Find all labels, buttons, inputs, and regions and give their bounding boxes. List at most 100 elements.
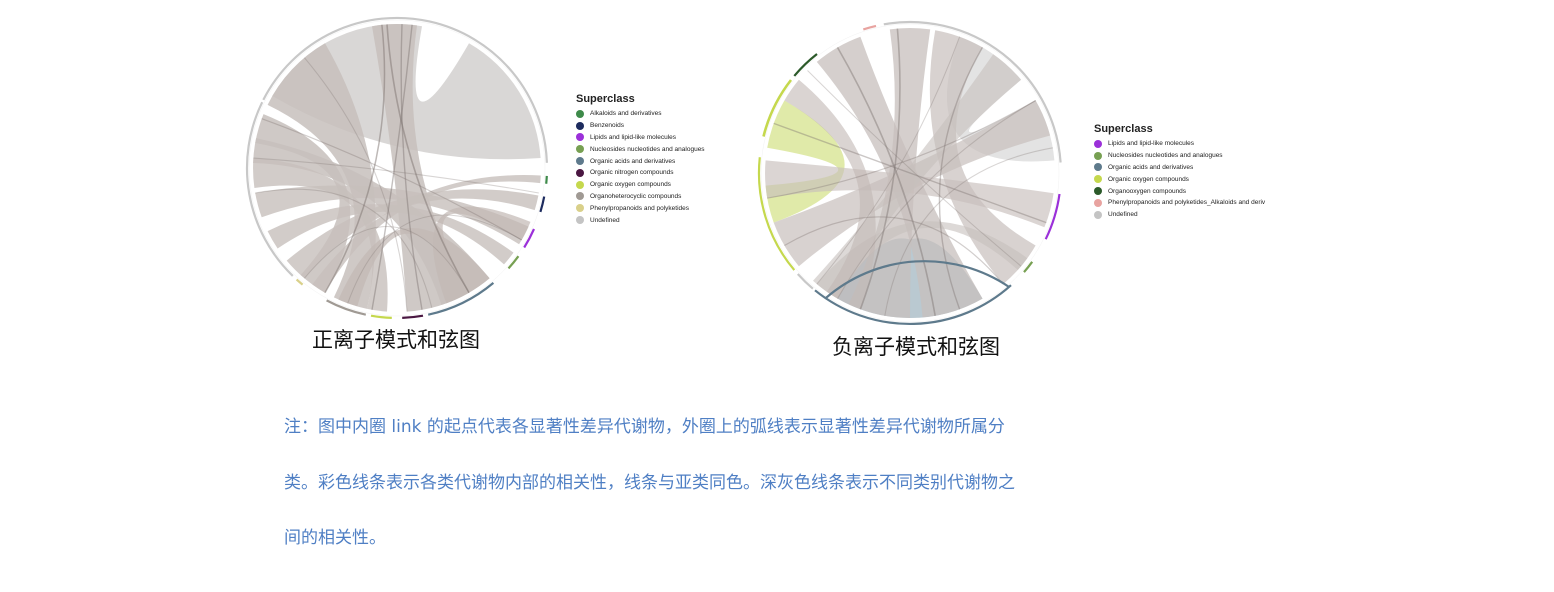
legend-label: Undefined — [1108, 211, 1138, 219]
legend-item: Organic oxygen compounds — [576, 179, 705, 191]
legend-label: Phenylpropanoids and polyketides_Alkaloi… — [1108, 199, 1266, 207]
legend-item: Lipids and lipid-like molecules — [1094, 138, 1265, 150]
chord-outer-arc — [295, 278, 304, 286]
chord-outer-arc — [824, 260, 1010, 300]
chord-link — [836, 47, 936, 316]
legend-label: Nucleosides nucleotides and analogues — [590, 145, 705, 153]
legend-item: Benzenoids — [576, 120, 705, 132]
legend-item: Organic oxygen compounds — [1094, 173, 1265, 185]
chord-outer-arc — [523, 228, 536, 249]
legend-swatch — [1094, 139, 1102, 148]
legend-item: Undefined — [576, 214, 705, 226]
chord-ribbon — [255, 185, 529, 245]
chord-guide-ring — [248, 19, 546, 317]
legend-item: Alkaloids and derivatives — [576, 108, 705, 120]
chord-link — [347, 214, 522, 304]
chord-link — [807, 70, 1022, 267]
legend-label: Organooxygen compounds — [1108, 187, 1187, 195]
chord-outer-arc — [545, 175, 548, 184]
chord-link — [773, 122, 1047, 224]
legend-swatch — [576, 157, 584, 166]
chord-outer-arc — [793, 53, 818, 77]
chord-outer-arc — [814, 284, 1012, 326]
legend-label: Phenylpropanoids and polyketides — [590, 204, 690, 212]
chord-outer-arc — [862, 24, 877, 31]
legend-swatch — [1094, 163, 1102, 172]
legend-swatch — [576, 121, 584, 130]
chord-outer-arc — [539, 196, 546, 213]
chord-link — [371, 24, 413, 310]
legend-swatch — [1094, 187, 1102, 196]
legend-item: Organooxygen compounds — [1094, 185, 1265, 197]
legend-title: Superclass — [1094, 123, 1153, 135]
chord-outer-arc — [427, 282, 495, 316]
negative-mode-legend: Superclass Lipids and lipid-like molecul… — [1094, 123, 1265, 221]
legend-label: Organoheterocyclic compounds — [590, 192, 682, 200]
legend-label: Organic acids and derivatives — [1108, 163, 1194, 171]
legend-item: Phenylpropanoids and polyketides_Alkaloi… — [1094, 197, 1265, 209]
legend-label: Alkaloids and derivatives — [590, 110, 662, 118]
legend-label: Lipids and lipid-like molecules — [590, 133, 676, 141]
legend-swatch — [1094, 210, 1102, 219]
chord-outer-arc — [402, 314, 424, 319]
chord-ribbon — [784, 79, 876, 310]
legend-swatch — [1094, 175, 1102, 184]
chord-link — [324, 24, 386, 294]
chord-ribbon — [253, 138, 490, 305]
chord-link — [884, 147, 1053, 316]
legend-item: Organic nitrogen compounds — [576, 167, 705, 179]
negative-mode-chord-diagram — [757, 20, 1062, 326]
legend-item: Lipids and lipid-like molecules — [576, 132, 705, 144]
chord-guide-ring — [760, 23, 1060, 323]
chord-outer-arc — [757, 157, 796, 271]
legend-title: Superclass — [576, 93, 635, 105]
chord-outer-arc — [245, 101, 294, 277]
figure-note: 注：图中内圈 link 的起点代表各显著性差异代谢物，外圈上的弧线表示显著性差异… — [284, 417, 1015, 548]
legend-item: Nucleosides nucleotides and analogues — [576, 143, 705, 155]
legend-label: Undefined — [590, 216, 620, 224]
chord-link — [386, 24, 470, 294]
chord-link — [400, 24, 423, 310]
legend-swatch — [576, 109, 584, 118]
chord-ribbon — [286, 189, 539, 279]
legend-item: Organic acids and derivatives — [1094, 162, 1265, 174]
positive-mode-caption: 正离子模式和弦图 — [312, 328, 480, 352]
chord-outer-arc — [262, 16, 548, 163]
legend-swatch — [576, 216, 584, 225]
chord-outer-arc — [1044, 193, 1061, 240]
legend-item: Nucleosides nucleotides and analogues — [1094, 150, 1265, 162]
legend-label: Organic acids and derivatives — [590, 157, 676, 165]
chord-link — [816, 36, 961, 285]
legend-label: Lipids and lipid-like molecules — [1108, 140, 1194, 148]
legend-swatch — [576, 204, 584, 213]
legend-item: Phenylpropanoids and polyketides — [576, 202, 705, 214]
chord-link — [304, 226, 470, 293]
chord-link — [303, 57, 408, 312]
legend-swatch — [576, 192, 584, 201]
chord-link — [261, 118, 522, 241]
chord-ribbon — [929, 30, 1036, 285]
chord-outer-arc — [883, 20, 1062, 163]
positive-mode-chord-diagram — [245, 16, 548, 319]
legend-label: Organic oxygen compounds — [1108, 175, 1189, 183]
chord-ribbon — [267, 43, 376, 309]
chord-ribbon — [267, 204, 514, 265]
legend-item: Organic acids and derivatives — [576, 155, 705, 167]
legend-swatch — [576, 180, 584, 189]
chord-outer-arc — [796, 273, 814, 290]
legend-swatch — [1094, 198, 1102, 207]
chord-ribbon — [765, 160, 1054, 228]
chord-link — [767, 99, 1036, 199]
legend-swatch — [576, 145, 584, 154]
chord-outer-arc — [326, 299, 367, 316]
legend-item: Undefined — [1094, 209, 1265, 221]
legend-label: Organic oxygen compounds — [590, 181, 671, 189]
chord-ribbon — [338, 228, 490, 307]
chord-link — [253, 157, 539, 194]
chord-outer-arc — [370, 314, 392, 319]
legend-label: Nucleosides nucleotides and analogues — [1108, 152, 1223, 160]
chord-link — [255, 188, 433, 308]
legend-swatch — [1094, 151, 1102, 160]
chord-link — [859, 28, 901, 310]
